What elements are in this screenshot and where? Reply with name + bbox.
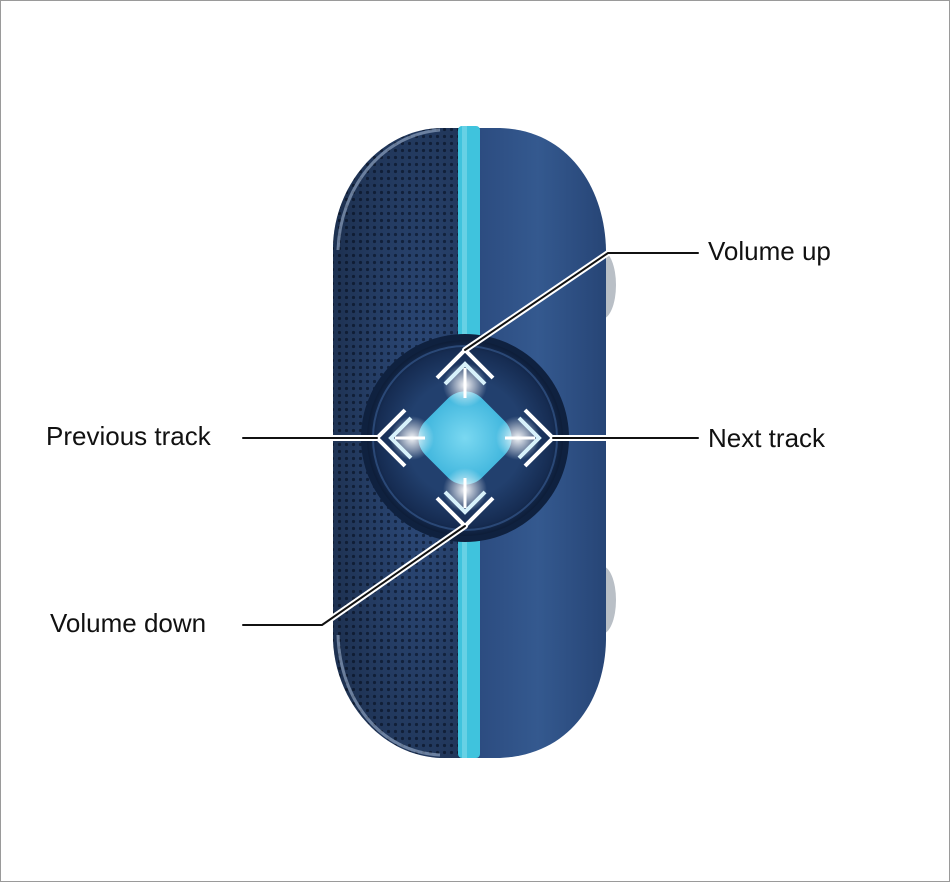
label-volume-down: Volume down [50,608,207,638]
label-next-track: Next track [708,423,826,453]
label-volume-up: Volume up [708,236,831,266]
center-button[interactable] [408,381,521,494]
leader-line-volume-down [240,523,468,628]
leader-line-volume-up [462,250,701,353]
label-previous-track: Previous track [46,421,211,451]
